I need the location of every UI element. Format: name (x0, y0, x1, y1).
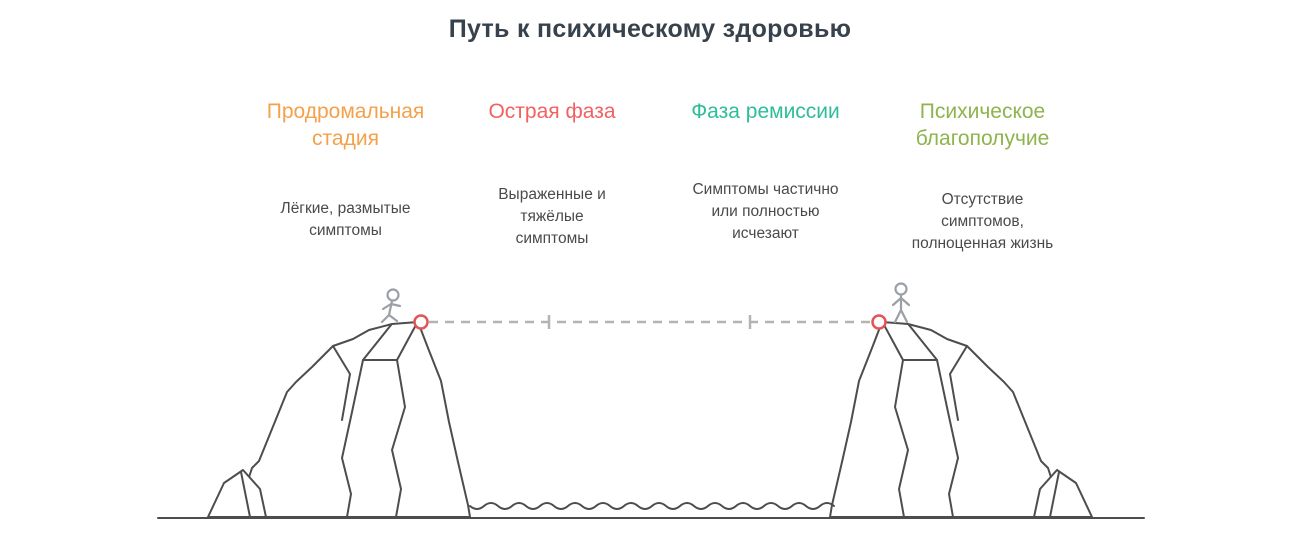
stage-remission-description: Симптомы частично или полностью исчезают (692, 180, 839, 242)
stage-acute: Острая фаза Выраженные и тяжёлые симптом… (462, 99, 642, 250)
stage-prodromal: Продромальная стадия Лёгкие, размытые си… (243, 99, 448, 242)
left-cliff (235, 321, 471, 518)
stage-wellbeing-title: Психическое благополучие (915, 100, 1050, 150)
stage-prodromal-description: Лёгкие, размытые симптомы (280, 199, 411, 239)
right-rock-crease (1049, 471, 1060, 518)
left-anchor-ring (413, 314, 429, 330)
standing-figure-icon (891, 282, 911, 324)
stage-acute-description: Выраженные и тяжёлые симптомы (498, 185, 606, 247)
left-cliff-facets (332, 322, 418, 518)
right-cliff-facets (882, 322, 968, 518)
left-rock-crease (240, 471, 251, 518)
stage-remission: Фаза ремиссии Симптомы частично или полн… (668, 99, 863, 245)
stage-remission-title: Фаза ремиссии (691, 100, 840, 123)
walking-figure-icon (380, 288, 402, 324)
water-waves (469, 502, 835, 510)
right-anchor-ring (871, 314, 887, 330)
stage-prodromal-title: Продромальная стадия (266, 100, 425, 150)
page-title: Путь к психическому здоровью (448, 15, 852, 43)
right-cliff (829, 321, 1065, 518)
stage-acute-title: Острая фаза (488, 100, 616, 123)
stage-wellbeing: Психическое благополучие Отсутствие симп… (880, 99, 1085, 255)
stage-wellbeing-description: Отсутствие симптомов, полноценная жизнь (911, 190, 1054, 252)
